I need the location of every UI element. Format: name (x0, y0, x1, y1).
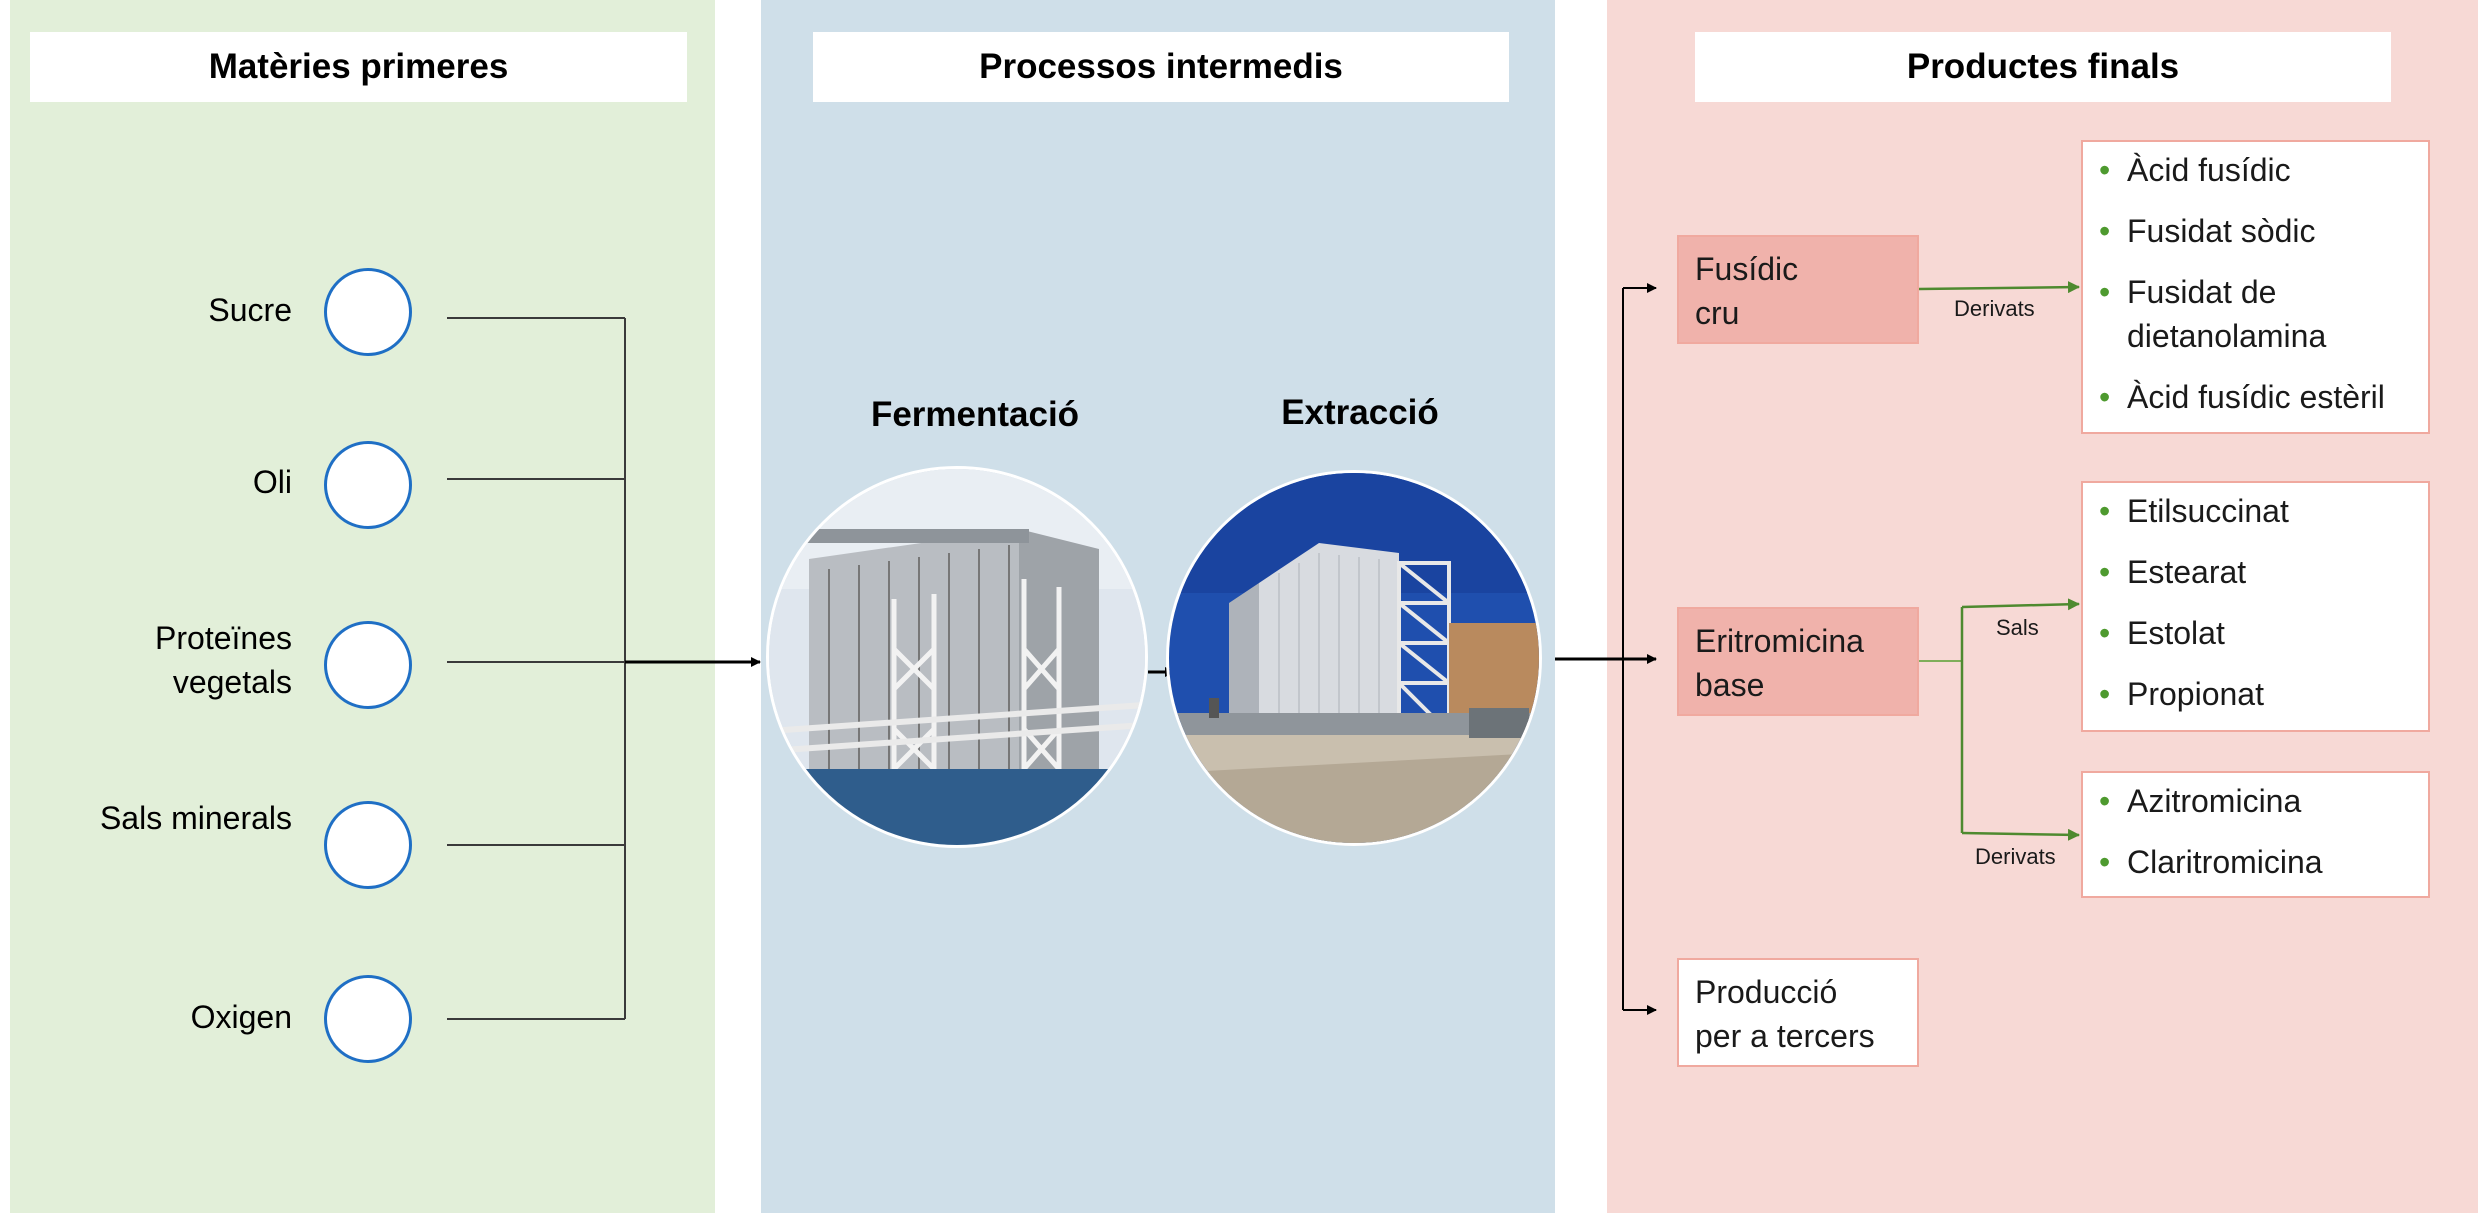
product-fusidic-cru: Fusídic cru (1677, 235, 1919, 344)
list-item: •Estearat (2099, 554, 2247, 590)
raw-material-label-oxigen: Oxigen (190, 999, 292, 1035)
list-item: •Claritromicina (2099, 844, 2323, 880)
extraction-plant-photo (1166, 470, 1542, 846)
raw-material-label-oli: Oli (252, 464, 292, 500)
list-item: •Àcid fusídic (2099, 152, 2291, 188)
process-label-extraccio: Extracció (1281, 393, 1439, 432)
final-products-header: Productes finals (1695, 32, 2391, 102)
fermentation-plant-photo (766, 466, 1148, 848)
raw-material-label-proteines: Proteïnes vegetals (155, 620, 292, 700)
eritromicina-derivatives-list: •Azitromicina •Claritromicina (2081, 771, 2430, 898)
fusidic-derivatives-list: •Àcid fusídic •Fusidat sòdic •Fusidat de… (2081, 140, 2430, 434)
raw-material-label-sucre: Sucre (208, 292, 292, 328)
raw-material-circle-sucre (324, 268, 412, 356)
raw-material-label-sals: Sals minerals (99, 800, 292, 836)
process-label-fermentacio: Fermentació (870, 395, 1080, 434)
raw-material-circle-proteines (324, 621, 412, 709)
list-item: •Azitromicina (2099, 783, 2302, 819)
list-item: •Etilsuccinat (2099, 493, 2289, 529)
list-item: •Fusidat sòdic (2099, 213, 2316, 249)
edge-label-fusidic-derivats: Derivats (1954, 296, 2035, 321)
edge-label-eritro-sals: Sals (1996, 615, 2039, 640)
intermediate-processes-header: Processos intermedis (813, 32, 1509, 102)
list-item: •Propionat (2099, 676, 2264, 712)
edge-label-eritro-derivats: Derivats (1975, 844, 2056, 869)
eritromicina-salts-list: •Etilsuccinat •Estearat •Estolat •Propio… (2081, 481, 2430, 732)
raw-materials-header: Matèries primeres (30, 32, 687, 102)
list-item: •Fusidat de dietanolamina (2099, 274, 2327, 354)
product-produccio-tercers: Producció per a tercers (1677, 958, 1919, 1067)
raw-material-circle-oxigen (324, 975, 412, 1063)
product-eritromicina-base: Eritromicina base (1677, 607, 1919, 716)
raw-material-circle-sals (324, 801, 412, 889)
list-item: •Àcid fusídic estèril (2099, 379, 2385, 415)
raw-material-circle-oli (324, 441, 412, 529)
list-item: •Estolat (2099, 615, 2225, 651)
